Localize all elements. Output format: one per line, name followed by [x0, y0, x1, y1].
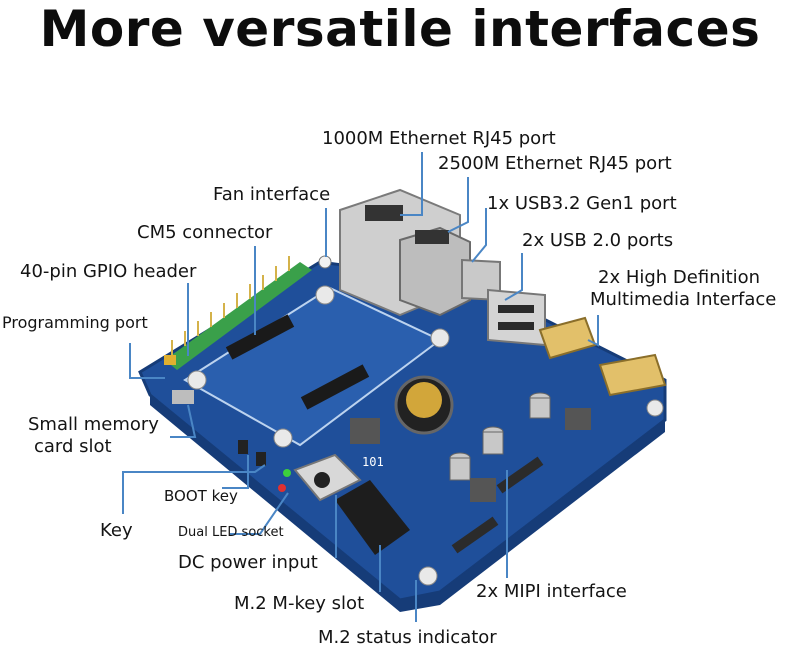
cm5-socket-b — [300, 364, 370, 410]
label-fan-interface: Fan interface — [213, 184, 331, 205]
hdmi-port-1 — [538, 316, 597, 360]
boot-key — [238, 440, 248, 454]
mount-hole — [646, 399, 664, 417]
label-sd-card-slot: Small memory card slot — [28, 414, 159, 458]
label-hdmi-line1: 2x High Definition — [598, 267, 761, 288]
label-sd-line2: card slot — [34, 436, 112, 457]
inductor — [565, 408, 591, 430]
label-usb32-port: 1x USB3.2 Gen1 port — [487, 193, 677, 214]
label-m2-slot: M.2 M-key slot — [234, 593, 365, 614]
gpio-pins — [171, 256, 290, 355]
label-gpio-header: 40-pin GPIO header — [20, 261, 197, 282]
label-sd-line1: Small memory — [28, 414, 159, 435]
label-usb20-ports: 2x USB 2.0 ports — [522, 230, 674, 251]
led-green — [283, 469, 291, 477]
led-red — [278, 484, 286, 492]
label-hdmi-line2: Multimedia Interface — [590, 289, 777, 310]
label-m2-status-indicator: M.2 status indicator — [318, 627, 497, 648]
fan-interface — [318, 255, 332, 269]
mount-hole — [430, 328, 450, 348]
label-dual-led-socket: Dual LED socket — [178, 525, 284, 540]
label-programming-port: Programming port — [2, 313, 148, 332]
leader-lines — [122, 152, 599, 622]
label-cm5-connector: CM5 connector — [137, 222, 273, 243]
key-button — [256, 452, 266, 466]
mount-hole — [418, 566, 438, 586]
label-boot-key: BOOT key — [164, 487, 238, 505]
label-hdmi: 2x High Definition Multimedia Interface — [590, 267, 776, 311]
usb20-port — [487, 288, 546, 347]
page-title: More versatile interfaces — [39, 0, 761, 58]
label-mipi-interface: 2x MIPI interface — [476, 581, 627, 602]
rj45-opening — [365, 205, 403, 221]
sd-card-slot — [172, 390, 194, 404]
usb-slot — [498, 322, 534, 330]
rj45-2500m-port — [399, 226, 471, 317]
pcb-edge — [150, 395, 665, 612]
mount-hole — [315, 285, 335, 305]
mount-hole — [273, 428, 293, 448]
mipi-connector — [496, 456, 544, 494]
m2-slot — [335, 480, 410, 555]
label-1000m-ethernet: 1000M Ethernet RJ45 port — [322, 128, 556, 149]
gpio-header — [165, 262, 312, 370]
board-marking: 101 — [362, 455, 384, 469]
usb-slot — [498, 305, 534, 313]
rtc-battery-top — [406, 382, 442, 418]
capacitors — [449, 392, 551, 481]
label-key: Key — [100, 520, 133, 541]
inductor — [470, 478, 496, 502]
rj45-opening — [415, 230, 449, 244]
dc-jack-hole — [314, 472, 330, 488]
programming-port — [164, 355, 176, 365]
hdmi-port-2 — [598, 353, 667, 397]
label-2500m-ethernet: 2500M Ethernet RJ45 port — [438, 153, 672, 174]
cm5-socket-a — [225, 314, 295, 360]
mount-hole — [187, 370, 207, 390]
label-dc-power-input: DC power input — [178, 552, 318, 573]
mipi-connector — [451, 516, 499, 554]
inductor — [350, 418, 380, 444]
